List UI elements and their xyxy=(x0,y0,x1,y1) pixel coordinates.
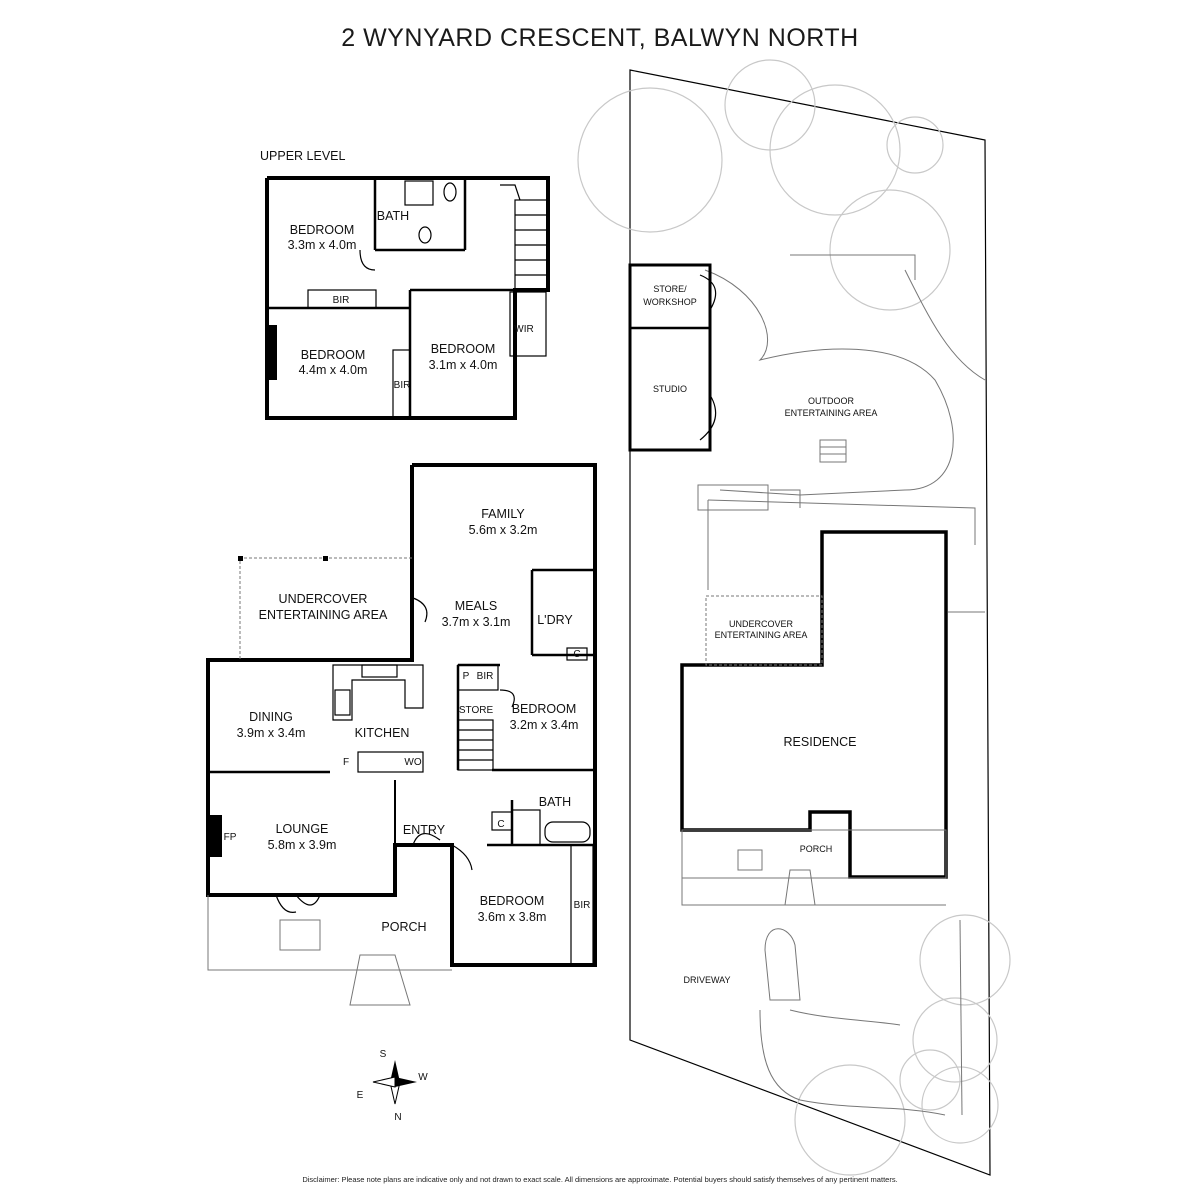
wir-box xyxy=(509,291,547,357)
site-plan: STORE/ WORKSHOP STUDIO OUTDOOR ENTERTAIN… xyxy=(577,59,1011,1176)
pantry-label: P xyxy=(463,671,470,682)
residence-label: RESIDENCE xyxy=(784,735,857,749)
dining-name: DINING xyxy=(249,710,293,724)
outdoor-path xyxy=(704,269,954,496)
upper-fireplace xyxy=(267,325,277,380)
meals-size: 3.7m x 3.1m xyxy=(442,615,511,629)
residence-building xyxy=(680,530,948,879)
pantry-bir-box xyxy=(457,664,499,691)
cooktop-icon xyxy=(334,689,351,716)
outdoor-label: OUTDOOR xyxy=(808,396,854,406)
family-name: FAMILY xyxy=(481,507,525,521)
lounge-name: LOUNGE xyxy=(276,822,329,836)
upper-bir-label: BIR xyxy=(333,295,350,306)
family-size: 5.6m x 3.2m xyxy=(469,523,538,537)
shower-icon xyxy=(404,180,434,206)
lounge-size: 5.8m x 3.9m xyxy=(268,838,337,852)
dining-size: 3.9m x 3.4m xyxy=(237,726,306,740)
upper-bedroom-2-name: BEDROOM xyxy=(301,348,366,362)
toilet-icon xyxy=(443,182,457,202)
bathtub-icon xyxy=(544,821,591,843)
upper-level-plan: UPPER LEVEL BEDROOM 3.3m x 4.0m BEDROOM xyxy=(260,149,550,420)
fridge-label: F xyxy=(343,757,349,768)
kitchen-island xyxy=(357,751,424,773)
upper-bedroom-1-size: 3.3m x 4.0m xyxy=(288,238,357,252)
cupboard-label-2: C xyxy=(497,819,504,830)
compass-e: E xyxy=(357,1090,364,1101)
site-porch-label: PORCH xyxy=(800,844,833,854)
bedroom-1-name: BEDROOM xyxy=(512,702,577,716)
fireplace-label: FP xyxy=(224,832,237,843)
compass-n: N xyxy=(394,1112,401,1123)
porch-label: PORCH xyxy=(381,920,426,934)
disclaimer: Disclaimer: Please note plans are indica… xyxy=(302,1175,898,1184)
bedroom-2-name: BEDROOM xyxy=(480,894,545,908)
garden-bed xyxy=(697,484,769,511)
compass-s: S xyxy=(380,1049,387,1060)
bir-box xyxy=(392,349,411,419)
store-workshop-label: STORE/ xyxy=(653,284,687,294)
basin-icon xyxy=(418,226,432,244)
compass-icon: S W E N xyxy=(357,1049,429,1123)
bir-box xyxy=(570,844,594,966)
kitchen-label: KITCHEN xyxy=(355,726,410,740)
compass-w: W xyxy=(418,1072,428,1083)
brick-icon xyxy=(279,919,321,951)
sink-icon xyxy=(361,664,398,678)
upper-bedroom-3-name: BEDROOM xyxy=(431,342,496,356)
upper-stairs xyxy=(500,184,549,291)
upper-bedroom-2-size: 4.4m x 4.0m xyxy=(299,363,368,377)
upper-level-heading: UPPER LEVEL xyxy=(260,149,346,163)
shower-icon xyxy=(511,809,541,846)
undercover-area-site xyxy=(705,595,823,666)
trees xyxy=(577,59,1011,1176)
laundry-label: L'DRY xyxy=(537,613,573,627)
driveway-edge xyxy=(759,1009,946,1116)
bir-box xyxy=(307,289,377,309)
bir-label: BIR xyxy=(477,671,494,682)
kitchen-bench xyxy=(332,664,424,721)
undercover-label: UNDERCOVER xyxy=(279,592,368,606)
french-doors xyxy=(275,894,321,913)
porch-outline xyxy=(207,895,452,971)
outdoor-label-2: ENTERTAINING AREA xyxy=(785,408,878,418)
porch-steps-icon xyxy=(349,954,411,1006)
store-workshop-label-2: WORKSHOP xyxy=(643,297,697,307)
site-undercover-label-2: ENTERTAINING AREA xyxy=(715,630,808,640)
fireplace xyxy=(208,815,222,857)
cupboard-label: C xyxy=(573,649,580,660)
brick-icon xyxy=(819,439,847,463)
upper-wir-label: WIR xyxy=(514,324,533,335)
bath-label: BATH xyxy=(539,795,571,809)
steps-icon xyxy=(784,869,816,906)
upper-bedroom-3-size: 3.1m x 4.0m xyxy=(429,358,498,372)
store-label: STORE xyxy=(459,705,494,716)
ground-stairs xyxy=(457,719,494,771)
upper-bir-label-2: BIR xyxy=(394,380,411,391)
undercover-label-2: ENTERTAINING AREA xyxy=(259,608,388,622)
bedroom-2-size: 3.6m x 3.8m xyxy=(478,910,547,924)
meals-name: MEALS xyxy=(455,599,497,613)
cupboard-box xyxy=(491,811,513,831)
site-boundary xyxy=(629,69,991,1176)
driveway-island xyxy=(764,928,801,1001)
driveway-label: DRIVEWAY xyxy=(683,975,730,985)
bedroom-1-size: 3.2m x 3.4m xyxy=(510,718,579,732)
page-title: 2 WYNYARD CRESCENT, BALWYN NORTH xyxy=(341,24,859,52)
cupboard-box xyxy=(566,647,588,661)
bir-label-2: BIR xyxy=(574,900,591,911)
studio-building xyxy=(628,263,712,452)
upper-bath-label: BATH xyxy=(377,209,409,223)
site-undercover-label: UNDERCOVER xyxy=(729,619,794,629)
studio-label: STUDIO xyxy=(653,384,687,394)
ground-level-plan: FAMILY 5.6m x 3.2m MEALS 3.7m x 3.1m DIN… xyxy=(206,463,597,1006)
upper-bedroom-1-name: BEDROOM xyxy=(290,223,355,237)
brick-icon xyxy=(737,849,763,871)
wall-oven-label: WO xyxy=(404,757,421,768)
site-porch-area xyxy=(681,829,947,879)
entry-label: ENTRY xyxy=(403,823,446,837)
